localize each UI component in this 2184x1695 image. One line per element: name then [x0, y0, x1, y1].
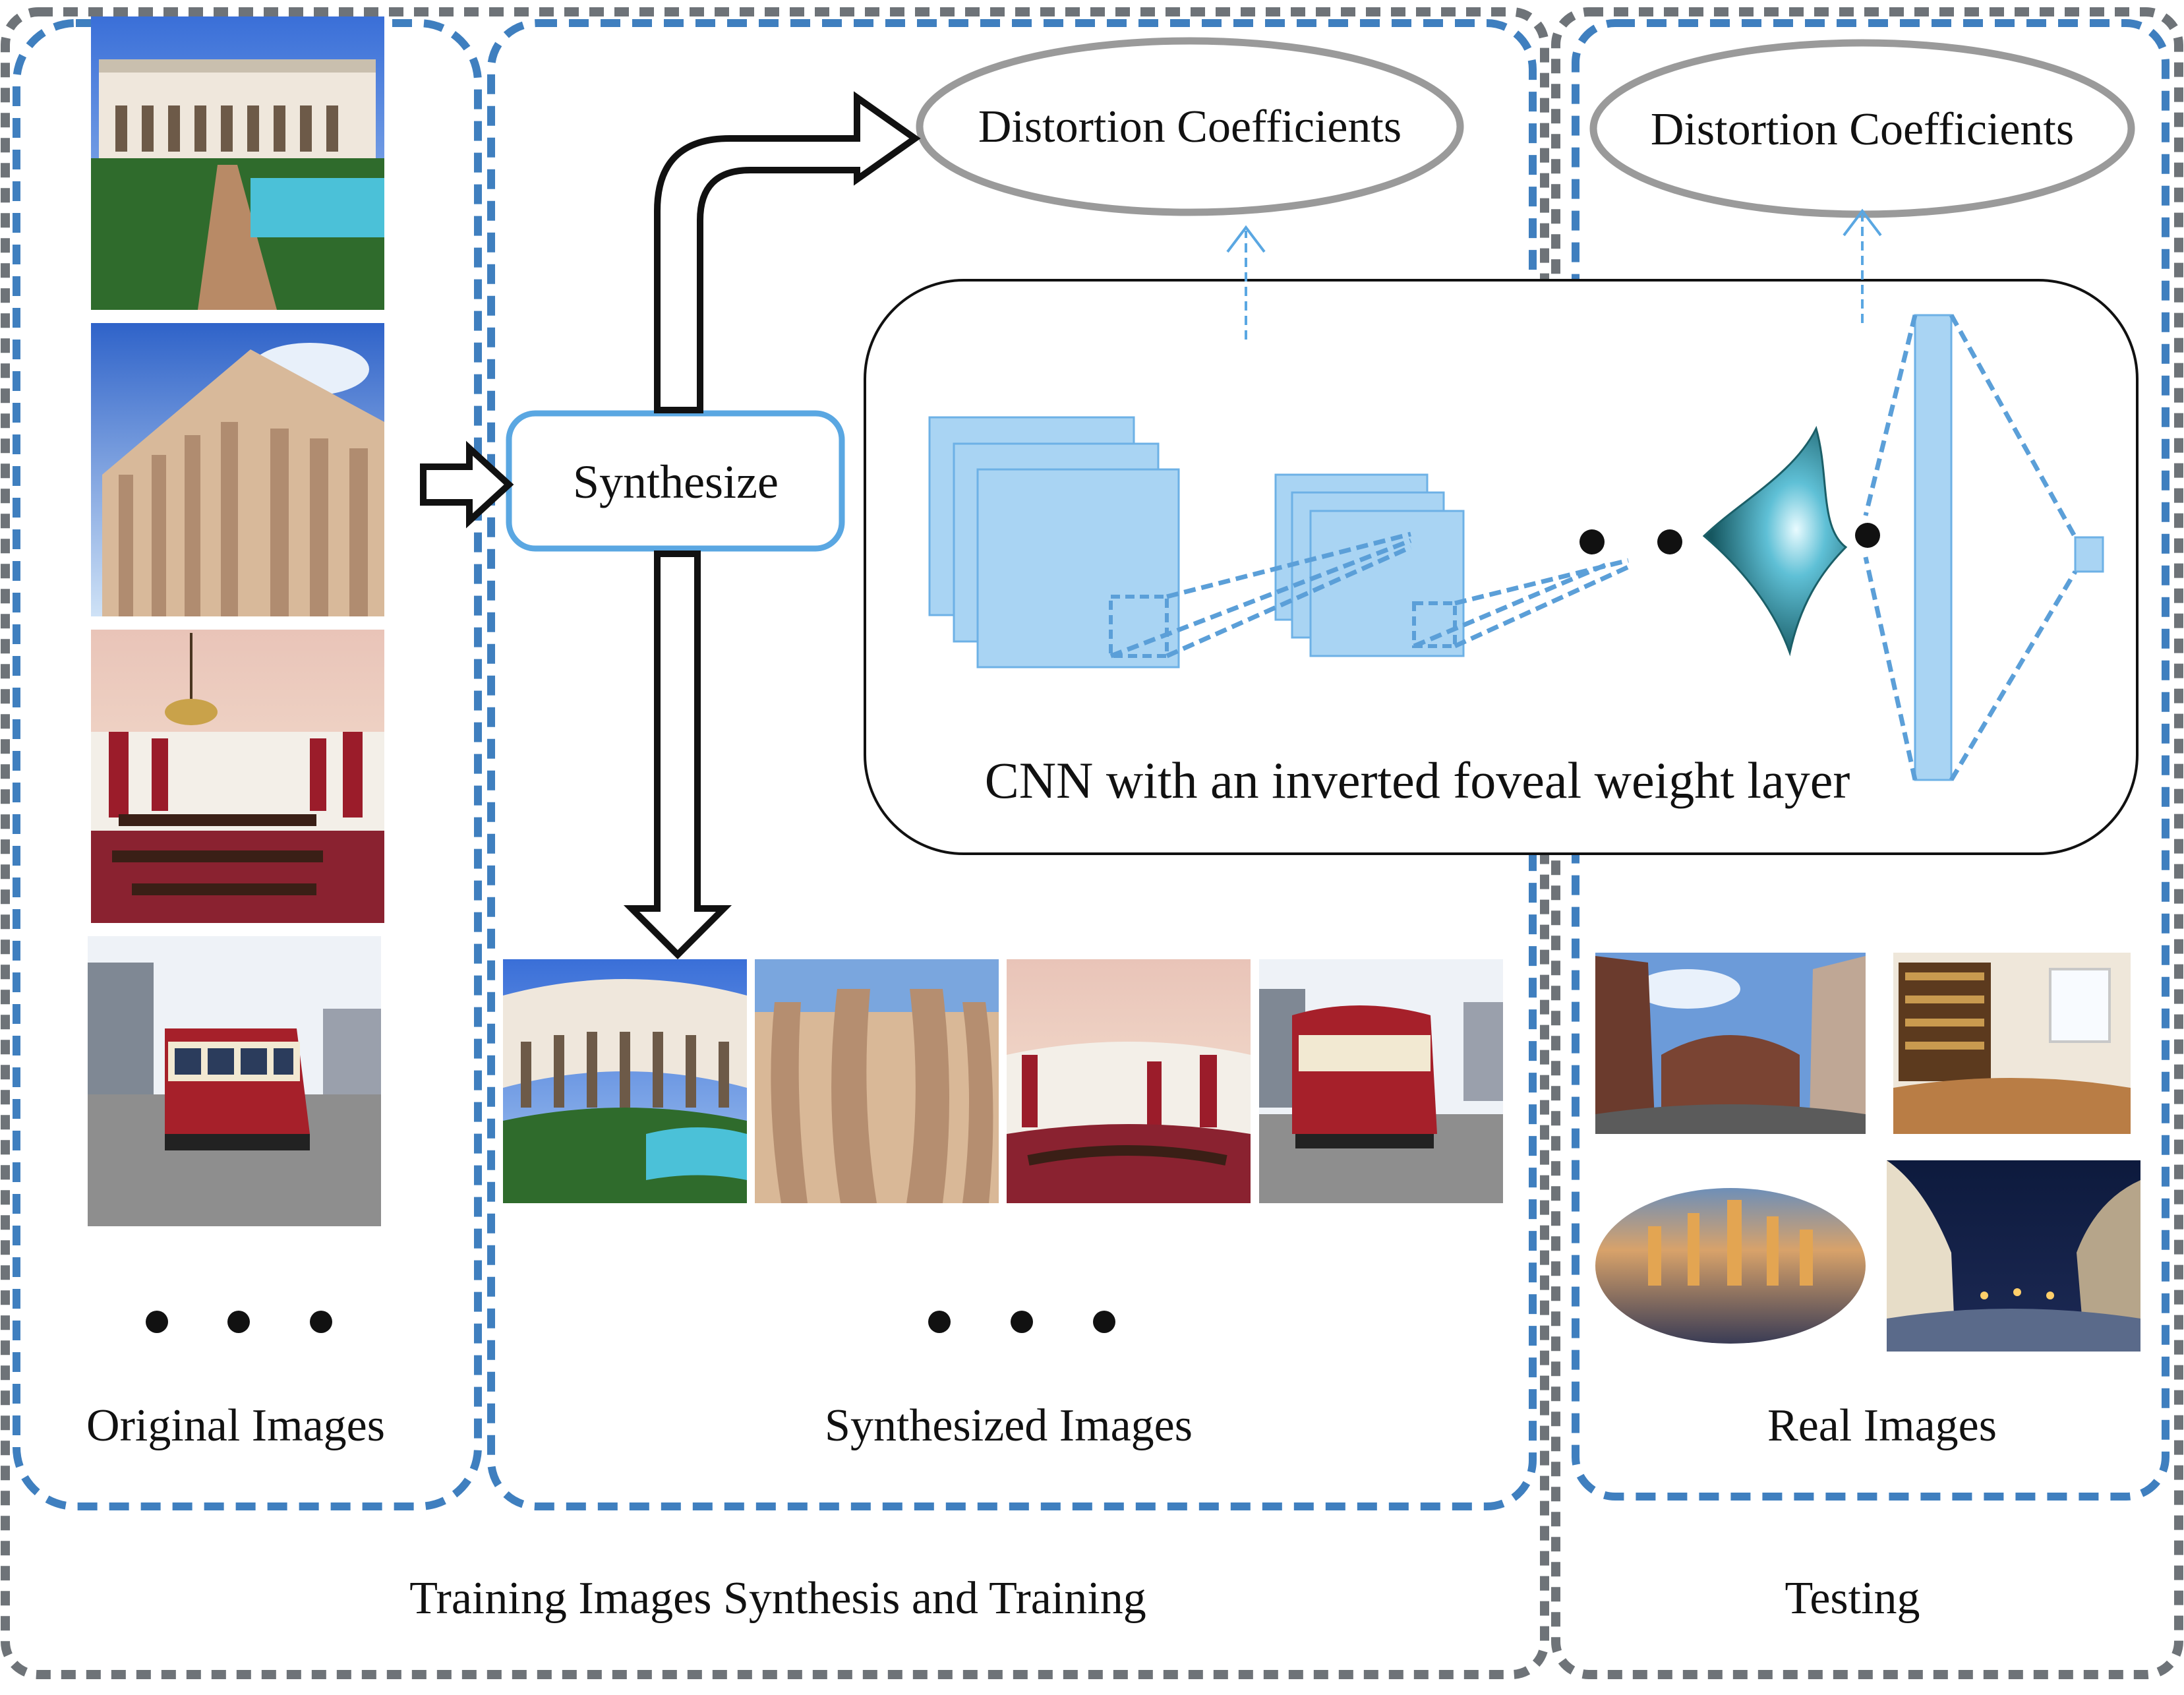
real-image-library	[1893, 953, 2131, 1134]
output-neuron	[2074, 536, 2104, 573]
down-arrow-to-synthesized	[623, 550, 732, 960]
synthesized-image-garden	[503, 959, 747, 1203]
original-ellipsis-icon	[146, 1311, 332, 1333]
synthesized-image-interior	[1007, 959, 1251, 1203]
synthesized-image-parthenon	[755, 959, 999, 1203]
foveal-weight-layer-icon	[1702, 425, 1848, 657]
receptive-field-lines	[1109, 531, 1630, 659]
layer-ellipsis-icon	[1579, 523, 1880, 554]
coefficients-train-ellipse	[916, 37, 1464, 216]
real-image-street	[1595, 953, 1866, 1134]
real-image-night	[1887, 1160, 2140, 1352]
synthesized-image-tram	[1259, 959, 1503, 1203]
original-image-garden	[91, 16, 384, 310]
coefficients-test-label: Distortion Coefficients	[1650, 104, 2075, 155]
real-images-label: Real Images	[1767, 1400, 1997, 1451]
testing-label: Testing	[1785, 1573, 1920, 1624]
training-label: Training Images Synthesis and Training	[409, 1573, 1146, 1624]
training-frame	[1, 7, 1549, 1679]
real-image-city	[1595, 1170, 1866, 1344]
synthesized-ellipsis-icon	[928, 1311, 1115, 1333]
conv-layer-stack-1	[928, 416, 1180, 669]
coefficients-train-label: Distortion Coefficients	[978, 102, 1402, 152]
original-images-label: Original Images	[86, 1400, 385, 1451]
train-output-arrow	[1226, 225, 1266, 340]
test-output-arrow	[1843, 208, 1882, 323]
cnn-label: CNN with an inverted foveal weight layer	[984, 752, 1850, 809]
original-image-interior	[91, 630, 384, 923]
cnn-box	[864, 279, 2139, 855]
original-image-parthenon	[91, 323, 384, 616]
synthesized-images-label: Synthesized Images	[825, 1400, 1193, 1451]
curved-arrow-to-coefficients	[654, 91, 921, 413]
synthesize-label: Synthesize	[573, 456, 779, 508]
fc-connection-lines	[1863, 314, 2078, 781]
original-image-tram	[88, 936, 381, 1226]
fc-layer	[1914, 314, 1953, 781]
input-arrow	[420, 440, 514, 529]
